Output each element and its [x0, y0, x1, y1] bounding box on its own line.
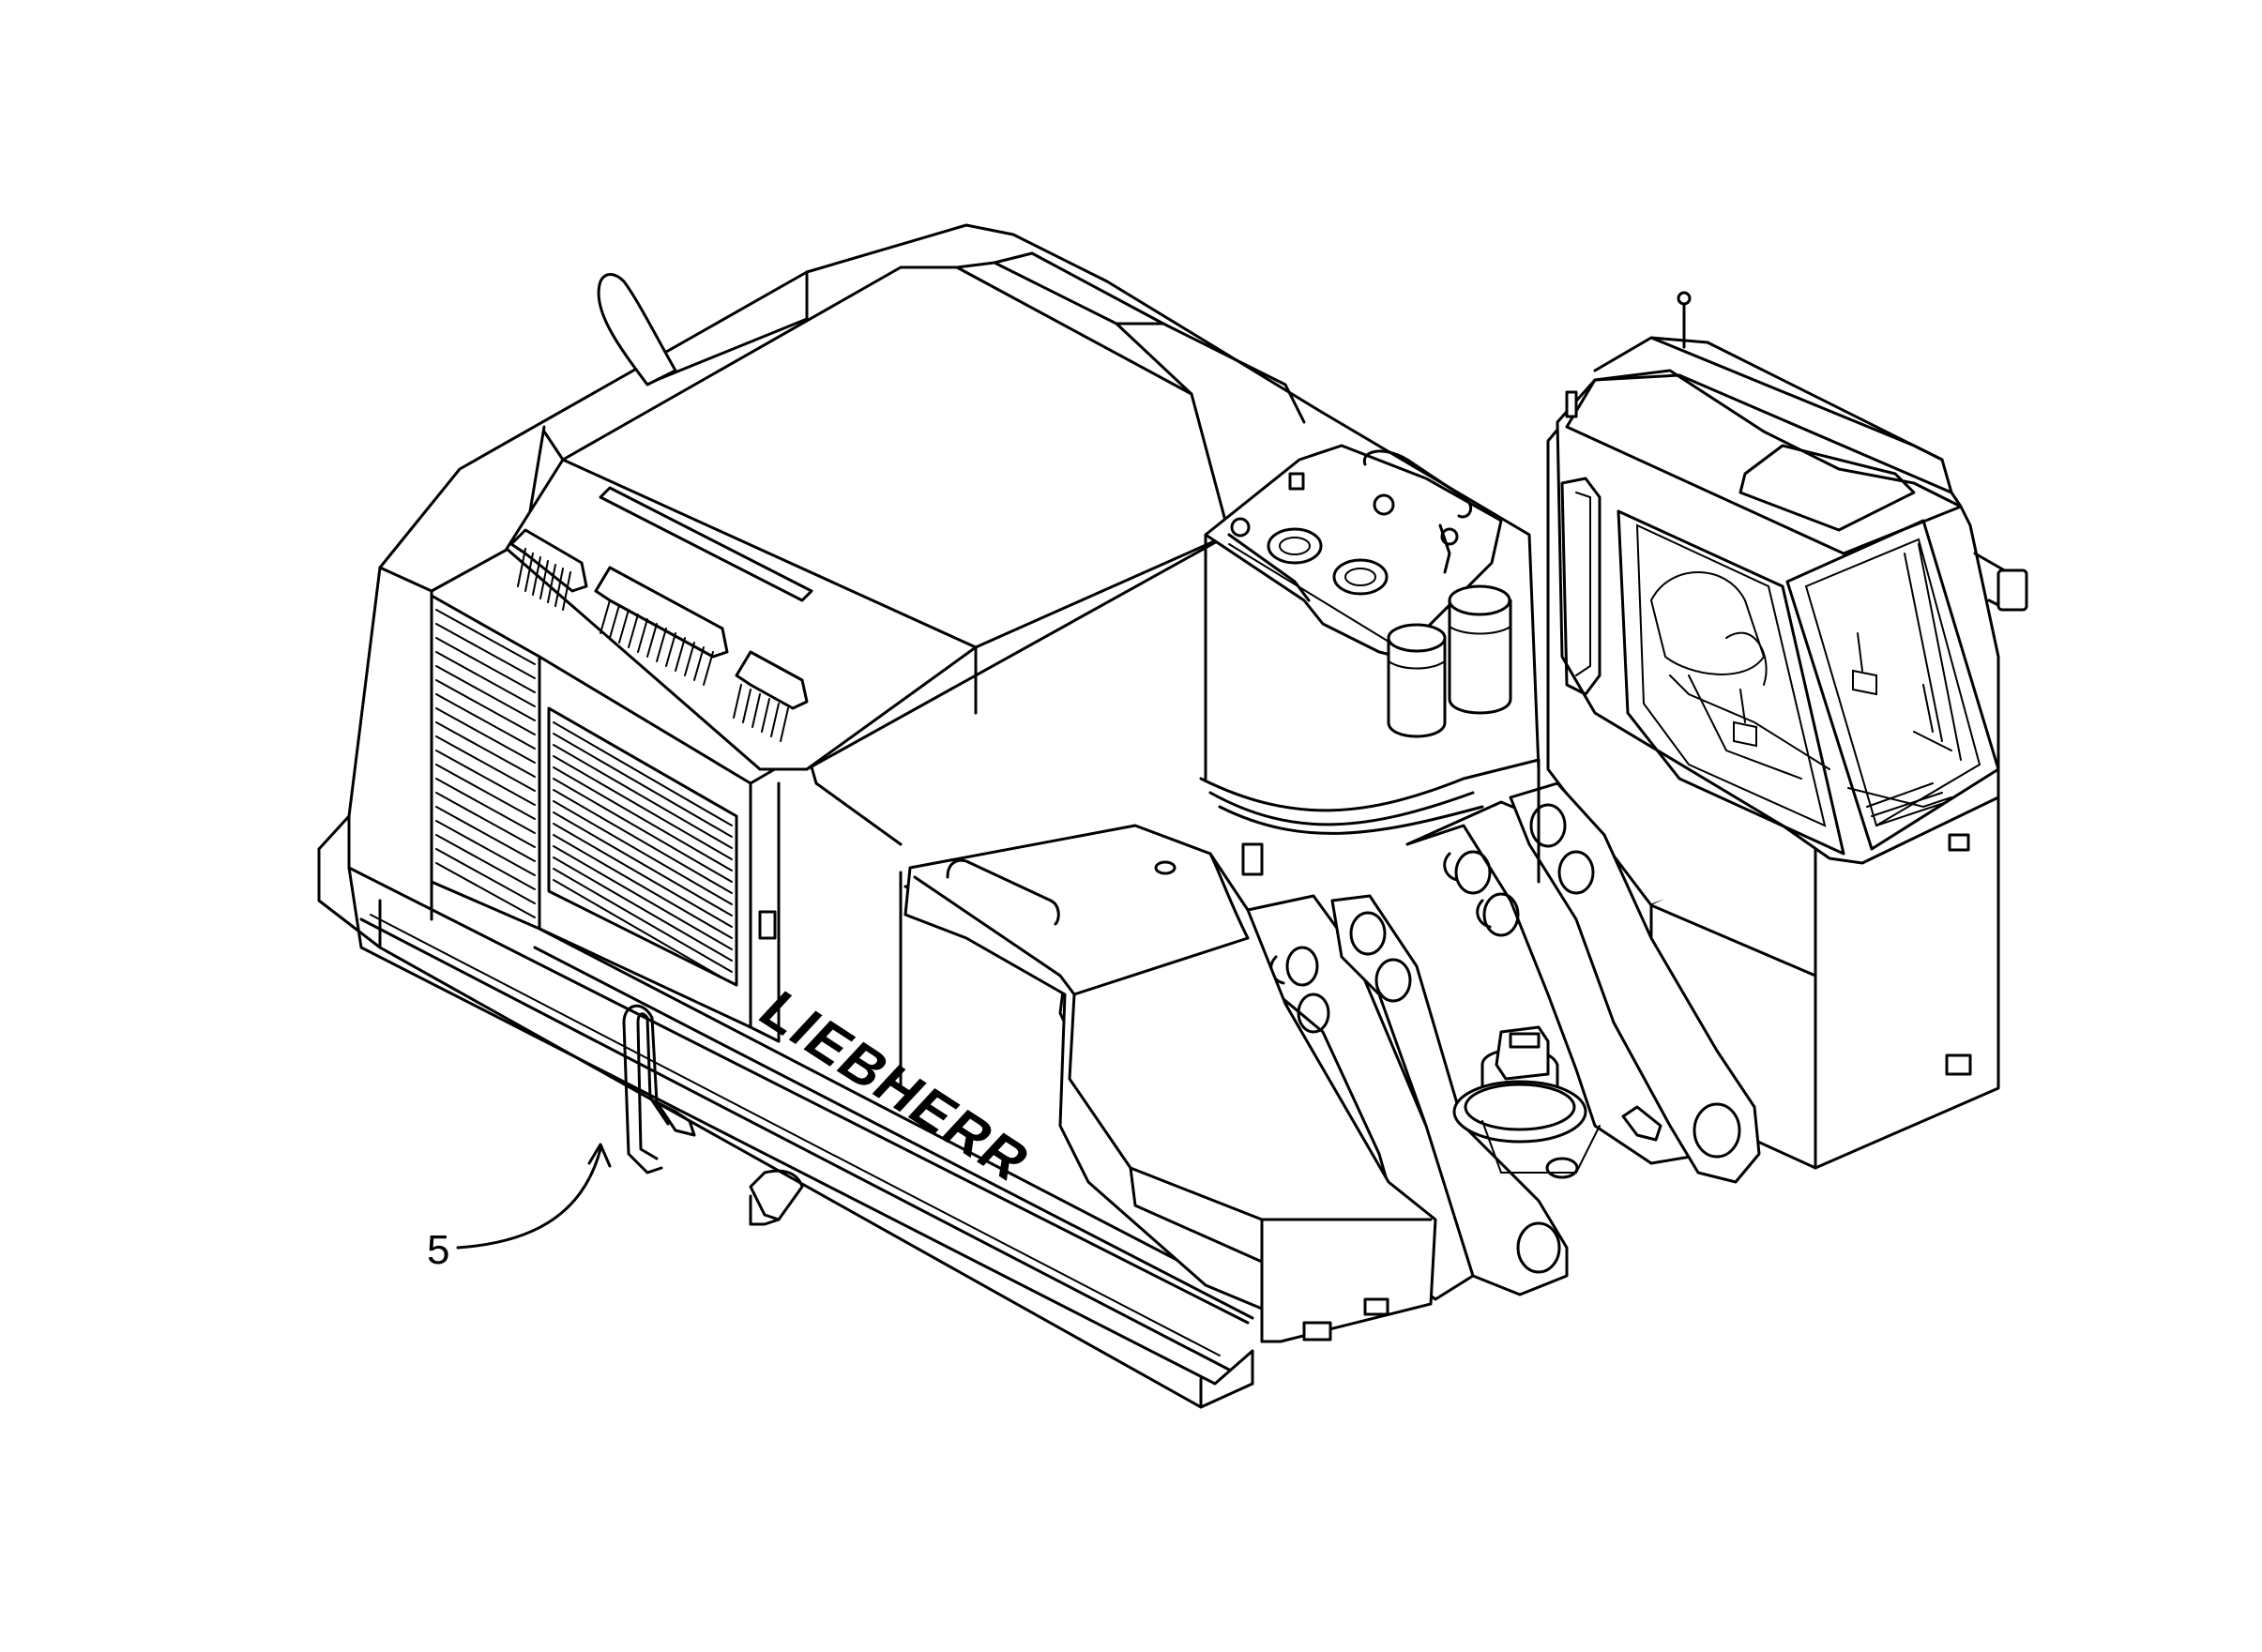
engine-hood: [505, 251, 1306, 771]
brand-label-group: LIEBHERR: [747, 979, 1044, 1191]
filters: [1387, 584, 1512, 738]
main-body: [347, 223, 1541, 1320]
door-handle-icon: [758, 910, 777, 940]
filter-canister-1: [1387, 636, 1447, 738]
reference-callout: 5: [427, 1143, 612, 1273]
filler-cap-right-icon: [1332, 558, 1389, 596]
leader-arrow: [456, 1147, 602, 1250]
side-cover: [899, 824, 1437, 1343]
lower-vent-icon-2: [1363, 1297, 1389, 1316]
mirror-icon: [1996, 568, 2028, 612]
operator-cab: [1546, 291, 2028, 1170]
base-plate: [317, 814, 1254, 1409]
rear-grille: [435, 609, 536, 918]
front-grille: [553, 721, 733, 984]
access-ladder: [622, 1005, 804, 1226]
exhaust-stack: [597, 273, 677, 386]
cab-vent-icon: [1945, 1053, 1972, 1076]
lower-vent-icon-1: [1302, 1321, 1332, 1341]
reference-numeral: 5: [427, 1227, 449, 1273]
brand-label: LIEBHERR: [747, 979, 1044, 1191]
filter-canister-2: [1448, 599, 1512, 715]
top-deck: [1204, 444, 1503, 659]
small-block-icon: [1241, 842, 1264, 876]
filler-cap-left-icon: [1267, 527, 1323, 565]
hood-vents: [509, 528, 809, 742]
